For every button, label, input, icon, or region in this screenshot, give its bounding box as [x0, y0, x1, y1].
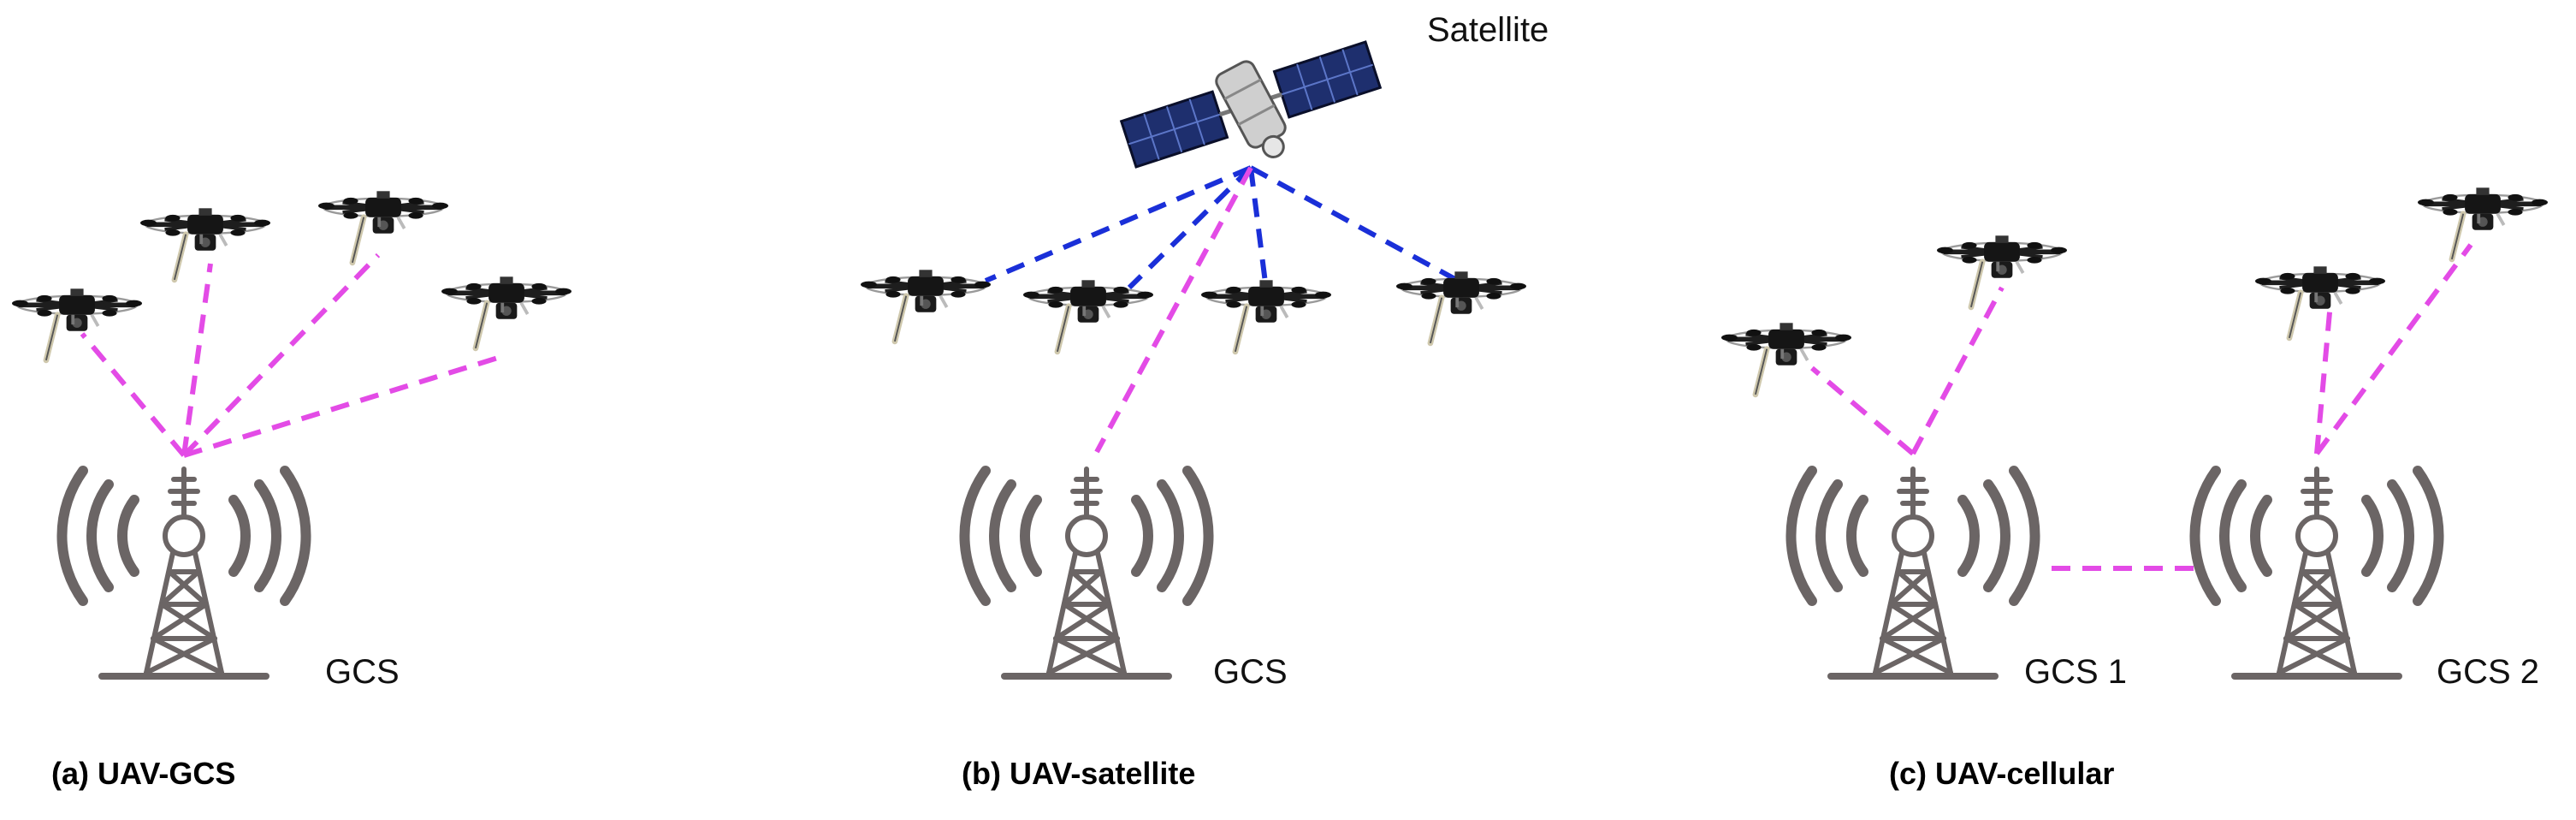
panel-uav-cellular: GCS 1 GCS 2 (c) UAV-cellular: [1721, 187, 2548, 791]
link-sat-gcs-b: [1094, 166, 1253, 454]
link-drone-c4: [2314, 243, 2473, 455]
satellite-label: Satellite: [1427, 11, 1549, 49]
gcs-label-b: GCS: [1213, 653, 1288, 691]
gcs-tower-c2-icon: [2194, 469, 2438, 676]
gcs-tower-a-icon: [62, 469, 305, 676]
drone-b4-icon: [1396, 271, 1526, 343]
panel-uav-satellite: Satellite GCS (b) UAV-satellite: [861, 11, 1549, 791]
drone-a4-icon: [441, 276, 571, 348]
link-drone-a4: [183, 355, 499, 458]
drone-b3-icon: [1201, 280, 1331, 352]
drone-c3-icon: [2255, 266, 2385, 338]
drone-c2-icon: [1937, 235, 2067, 307]
link-sat-drone-b3: [1248, 167, 1269, 290]
drone-a1-icon: [12, 288, 142, 360]
drone-b1-icon: [861, 270, 991, 342]
drone-c4-icon: [2418, 187, 2548, 259]
link-sat-drone-b4: [1249, 165, 1463, 285]
link-drone-a1: [80, 332, 187, 457]
satellite-icon: [1119, 40, 1383, 169]
drone-a3-icon: [318, 191, 448, 263]
link-drone-c3: [2314, 302, 2333, 455]
links-satellite: [984, 165, 1463, 290]
caption-uav-cellular: (c) UAV-cellular: [1889, 756, 2114, 791]
link-drone-a3: [181, 253, 381, 458]
links-uav-gcs: [80, 253, 499, 458]
links-cellular: [1810, 243, 2473, 571]
gcs-label-c2: GCS 2: [2437, 653, 2539, 691]
gcs-label-a: GCS: [325, 653, 400, 691]
drone-a2-icon: [140, 208, 270, 280]
gcs-tower-b-icon: [964, 469, 1208, 676]
link-drone-c2: [1910, 286, 2005, 455]
link-sat-drone-b2: [1127, 165, 1253, 290]
panel-uav-gcs: GCS (a) UAV-GCS: [12, 191, 571, 791]
gcs-label-c1: GCS 1: [2024, 653, 2127, 691]
link-drone-a2: [181, 263, 213, 456]
caption-uav-gcs: (a) UAV-GCS: [51, 756, 235, 791]
caption-uav-satellite: (b) UAV-satellite: [962, 756, 1195, 791]
link-drone-c1: [1810, 365, 1915, 456]
gcs-tower-c1-icon: [1791, 469, 2034, 676]
drone-b2-icon: [1023, 280, 1153, 352]
link-sat-drone-b1: [984, 165, 1252, 283]
